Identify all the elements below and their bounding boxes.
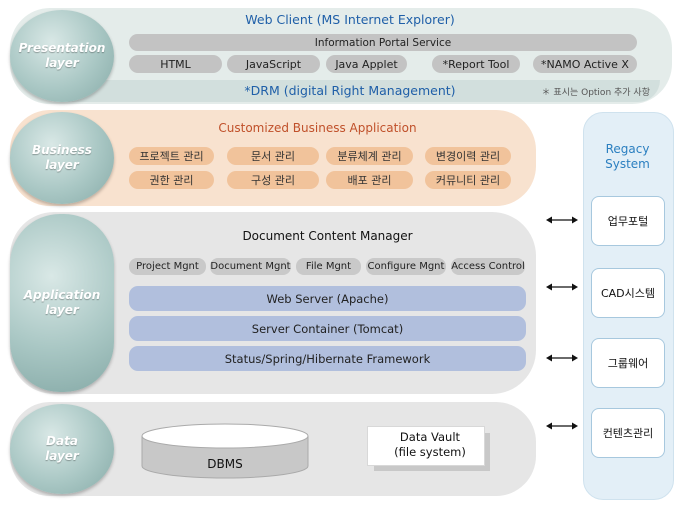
data-vault-title: Data Vault [399,430,461,444]
business-item: 커뮤니티 관리 [425,171,511,189]
presentation-item: *NAMO Active X [533,55,637,73]
business-item: 배포 관리 [326,171,413,189]
module-pill: Access Control [451,258,525,275]
presentation-item: *Report Tool [432,55,520,73]
business-item: 권한 관리 [129,171,214,189]
business-item: 문서 관리 [227,147,319,165]
presentation-item: JavaScript [227,55,320,73]
data-vault-label: Data Vault (file system) [367,430,493,460]
data-vault-box [367,426,485,466]
legacy-item: 그룹웨어 [591,338,665,388]
framework-bar: Status/Spring/Hibernate Framework [129,346,526,371]
double-arrow-icon [546,283,578,291]
business-item: 분류체계 관리 [326,147,413,165]
web-client-title: Web Client (MS Internet Explorer) [245,12,455,27]
business-item: 구성 관리 [227,171,319,189]
module-pill: Configure Mgnt [366,258,446,275]
business-title: Customized Business Application [218,121,417,135]
module-pill: Document Mgnt [210,258,291,275]
presentation-item: Java Applet [326,55,407,73]
drm-strip [60,80,660,102]
drm-label: *DRM (digital Right Management) [244,83,456,98]
double-arrow-icon [546,422,578,430]
legacy-title: Regacy System [605,142,650,171]
presentation-layer-label: Presentation layer [10,10,114,102]
business-item: 변경이력 관리 [425,147,511,165]
legacy-item: CAD시스템 [591,268,665,318]
legacy-item: 컨텐츠관리 [591,408,665,458]
option-note: ＊ 표시는 Option 추가 사항 [541,88,650,98]
information-portal-bar: Information Portal Service [129,34,637,51]
data-vault-subtitle: (file system) [394,445,466,459]
business-item: 프로젝트 관리 [129,147,214,165]
double-arrow-icon [546,354,578,362]
module-pill: Project Mgnt [129,258,206,275]
data-layer-label: Data layer [10,404,114,494]
dcm-title: Document Content Manager [242,229,413,243]
dbms-label: DBMS [207,457,243,471]
web-server-bar: Web Server (Apache) [129,286,526,311]
module-pill: File Mgnt [296,258,361,275]
server-container-bar: Server Container (Tomcat) [129,316,526,341]
business-layer-label: Business layer [10,112,114,204]
legacy-item: 업무포털 [591,196,665,246]
application-layer-label: Application layer [10,214,114,392]
presentation-item: HTML [129,55,222,73]
dbms-cylinder-icon [141,423,309,479]
double-arrow-icon [546,216,578,224]
